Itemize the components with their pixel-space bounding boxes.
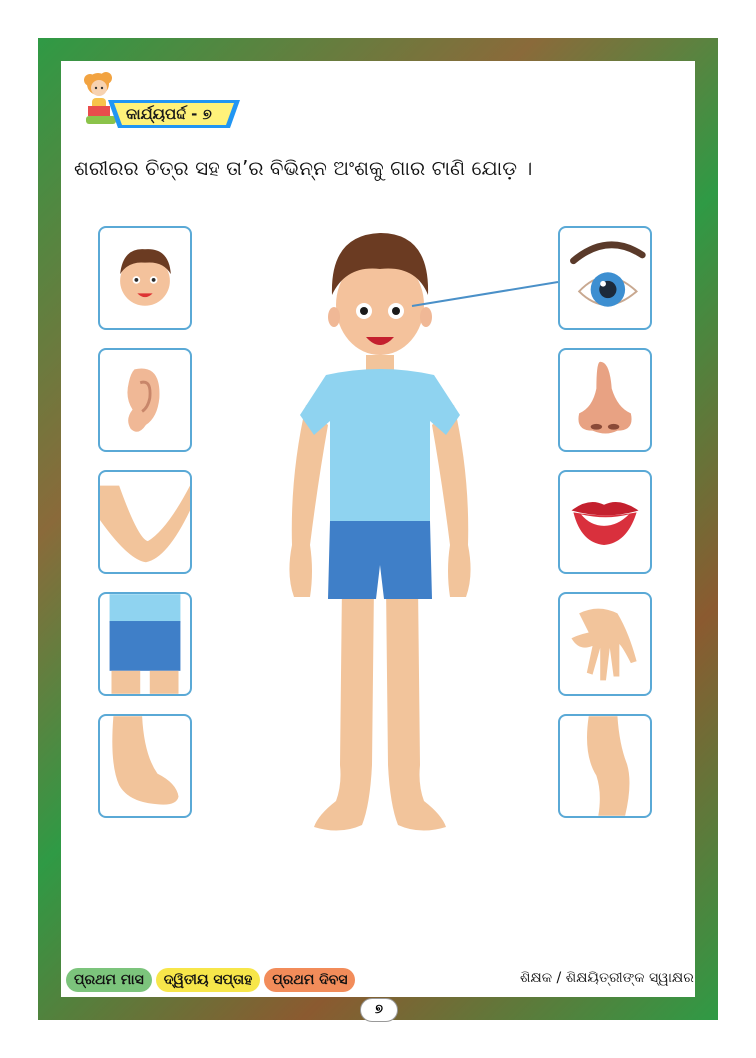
card-nose[interactable] (558, 348, 652, 452)
week-tag: ଦ୍ୱିତୀୟ ସପ୍ତାହ (155, 968, 261, 992)
boy-body-illustration (289, 233, 471, 831)
nose-icon (578, 361, 632, 434)
instruction-text: ଶରୀରର ଚିତ୍ର ସହ ତା’ର ବିଭିନ୍ନ ଅଂଶକୁ ଗାର ଟା… (74, 156, 533, 180)
worksheet-title: କାର୍ଯ୍ୟପର୍ଦ୍ଦ - ୭ (126, 105, 212, 123)
page-number: ୭ (360, 998, 398, 1022)
foot-icon (112, 716, 179, 805)
elbow-icon (100, 485, 190, 563)
card-face[interactable] (98, 226, 192, 330)
card-knee[interactable] (558, 714, 652, 818)
signature-label: ଶିକ୍ଷକ / ଶିକ୍ଷୟିତ୍ରୀଙ୍କ ସ୍ୱାକ୍ଷର (520, 970, 694, 986)
girl-reading-icon (84, 72, 116, 124)
worksheet-banner (108, 100, 240, 128)
lips-icon (571, 501, 639, 545)
knee-icon (587, 716, 630, 816)
ear-icon (127, 368, 160, 432)
shorts-icon (109, 594, 181, 694)
card-lips[interactable] (558, 470, 652, 574)
card-elbow[interactable] (98, 470, 192, 574)
card-foot[interactable] (98, 714, 192, 818)
footer-tags: ପ୍ରଥମ ମାସ ଦ୍ୱିତୀୟ ସପ୍ତାହ ପ୍ରଥମ ଦିବସ (66, 968, 356, 992)
day-tag: ପ୍ରଥମ ଦିବସ (264, 968, 356, 992)
card-hand[interactable] (558, 592, 652, 696)
card-shorts[interactable] (98, 592, 192, 696)
eye-icon (570, 241, 646, 307)
month-tag: ପ୍ରଥମ ମାସ (66, 968, 152, 992)
card-ear[interactable] (98, 348, 192, 452)
card-eye[interactable] (558, 226, 652, 330)
face-icon (120, 249, 171, 306)
hand-icon (571, 608, 637, 681)
